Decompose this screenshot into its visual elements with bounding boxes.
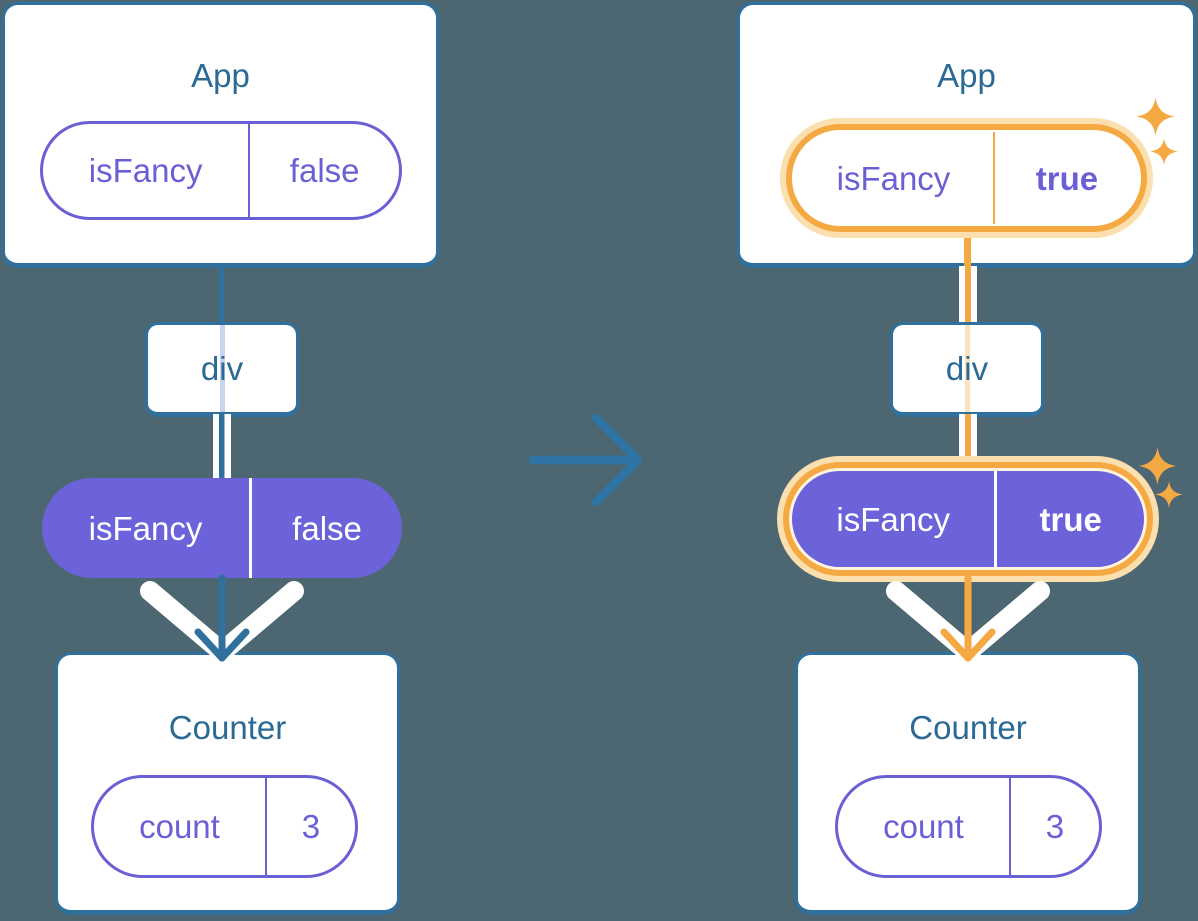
app-title: App [937, 57, 996, 94]
div-title: div [200, 349, 244, 387]
state-name: count [838, 778, 1011, 875]
prop-passthrough-line [219, 325, 225, 412]
connector-div-to-prop [213, 414, 231, 480]
prop-passthrough-line [964, 325, 970, 412]
state-value: 3 [301, 808, 321, 845]
div-title: div [945, 349, 989, 387]
prop-value: false [292, 509, 362, 547]
counter-title: Counter [168, 709, 287, 746]
state-name: isFancy [794, 132, 995, 224]
counter-state-pill: count 3 [91, 775, 358, 878]
arrow-down-icon [194, 574, 250, 662]
state-name: count [94, 778, 267, 875]
app-state-pill: isFancy false [40, 121, 402, 220]
connector-app-to-div [219, 265, 224, 325]
counter-state-pill: count 3 [835, 775, 1102, 878]
div-card: div [890, 322, 1044, 417]
counter-title: Counter [909, 709, 1027, 746]
sparkles-icon [1136, 97, 1178, 165]
div-card: div [145, 322, 299, 417]
connector-div-to-prop [959, 414, 977, 464]
counter-card: Counter count 3 [55, 652, 400, 915]
counter-card: Counter count 3 [795, 652, 1141, 915]
state-value: 3 [1045, 808, 1065, 845]
state-name: isFancy [43, 124, 251, 217]
app-state-pill-highlighted: isFancy true [786, 124, 1147, 232]
props-pass-arrow [140, 574, 304, 662]
prop-value: true [1039, 500, 1102, 538]
connector-state-to-card-bottom [964, 230, 971, 268]
state-value: true [1035, 159, 1099, 197]
prop-name: isFancy [42, 478, 253, 578]
prop-pill: isFancy false [42, 478, 402, 578]
sparkles-icon [1138, 447, 1183, 508]
arrow-down-icon [940, 574, 996, 662]
arrow-right-icon [528, 413, 643, 507]
prop-pill-highlighted: isFancy true [783, 462, 1153, 576]
app-title: App [191, 57, 250, 94]
state-value: false [289, 152, 360, 189]
prop-name: isFancy [792, 471, 998, 567]
props-pass-arrow [886, 574, 1050, 662]
connector-app-to-div [959, 266, 977, 326]
